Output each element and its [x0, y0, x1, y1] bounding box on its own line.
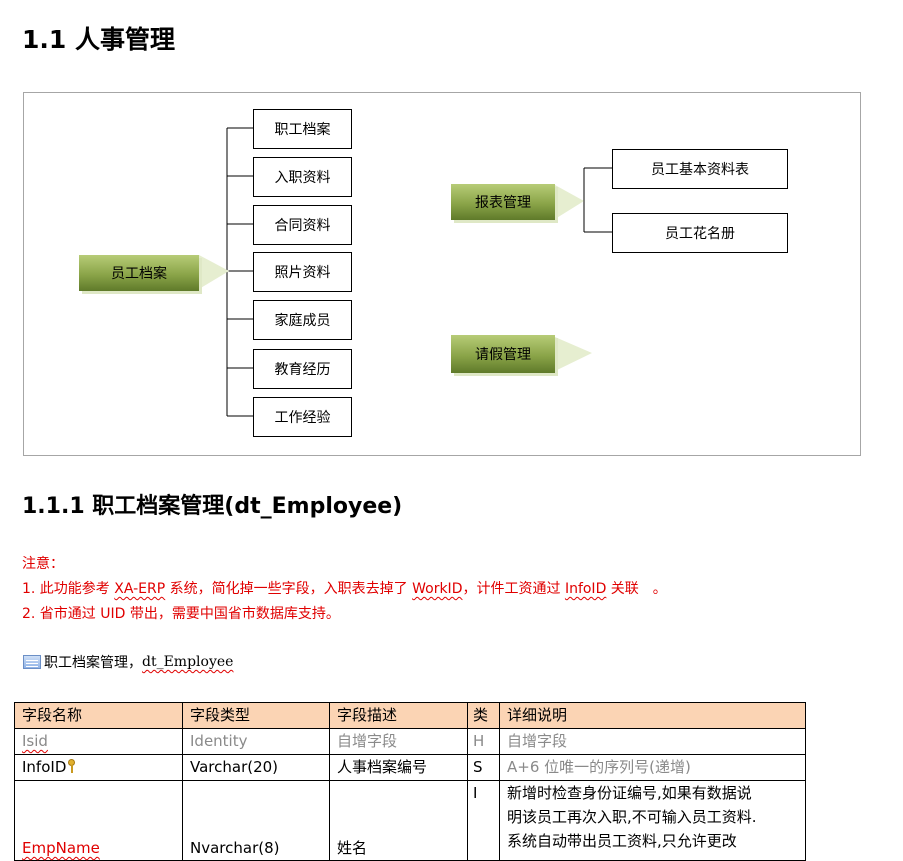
node-onboarding-info: 入职资料	[253, 157, 352, 197]
diagram-connectors	[199, 127, 612, 417]
note-line-1: 1. 此功能参考 XA-ERP 系统，简化掉一些字段，入职表去掉了 WorkID…	[22, 581, 667, 597]
col-header-class: 类	[467, 702, 500, 729]
table-row: InfoID Varchar(20) 人事档案编号 S A+6 位唯一的序列号(…	[14, 754, 806, 781]
node-work-experience: 工作经验	[253, 397, 352, 437]
node-contract-info: 合同资料	[253, 205, 352, 245]
node-staff-archive: 职工档案	[253, 109, 352, 149]
col-header-detail: 详细说明	[499, 702, 806, 729]
table-row: Isid Identity 自增字段 H 自增字段	[14, 728, 806, 755]
notes-label: 注意：	[22, 556, 64, 572]
node-photo-info: 照片资料	[253, 252, 352, 292]
table-row: EmpName Nvarchar(8) 姓名 I 新增时检查身份证编号,如果有数…	[14, 780, 806, 861]
node-leave-management: 请假管理	[451, 335, 555, 373]
notes-block: 注意： 1. 此功能参考 XA-ERP 系统，简化掉一些字段，入职表去掉了 Wo…	[22, 552, 667, 627]
table-caption: 职工档案管理，dt_Employee	[23, 652, 233, 672]
col-header-field-name: 字段名称	[14, 702, 183, 729]
field-table: 字段名称 字段类型 字段描述 类 详细说明 Isid Identity 自增字段…	[14, 702, 806, 861]
root-node-employee-archive: 员工档案	[79, 255, 199, 291]
table-icon	[23, 655, 41, 669]
root-node-report-management: 报表管理	[451, 184, 555, 220]
section-heading: 1.1.1 职工档案管理(dt_Employee)	[22, 494, 403, 519]
primary-key-icon	[67, 759, 76, 773]
page-heading: 1.1 人事管理	[22, 25, 175, 54]
node-employee-basic-report: 员工基本资料表	[612, 149, 788, 189]
org-diagram: 员工档案 职工档案 入职资料 合同资料 照片资料 家庭成员 教育经历 工作经验 …	[23, 92, 861, 456]
col-header-field-type: 字段类型	[182, 702, 330, 729]
node-family-members: 家庭成员	[253, 300, 352, 340]
col-header-field-desc: 字段描述	[329, 702, 468, 729]
note-line-2: 2. 省市通过 UID 带出，需要中国省市数据库支持。	[22, 606, 340, 622]
node-employee-roster: 员工花名册	[612, 213, 788, 253]
table-header-row: 字段名称 字段类型 字段描述 类 详细说明	[14, 702, 806, 729]
node-education: 教育经历	[253, 349, 352, 389]
